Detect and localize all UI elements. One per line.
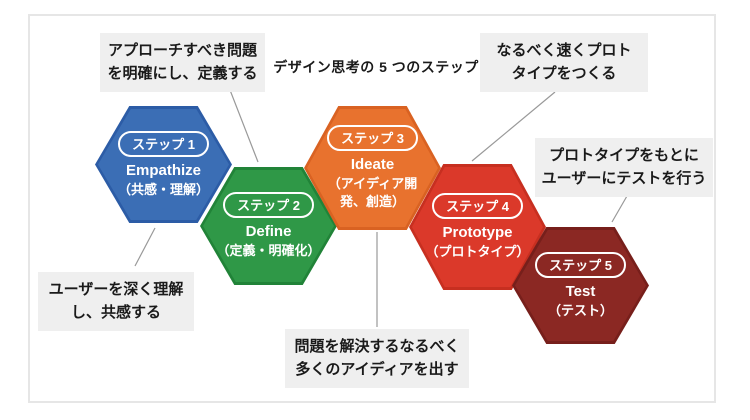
step-hexagon-empathize: ステップ 1 Empathize （共感・理解） [95,106,232,223]
callout-ideate: 問題を解決するなるべく 多くのアイディアを出す [285,329,469,388]
step-hexagon-ideate: ステップ 3 Ideate （アイディア開 発、創造） [304,106,441,230]
step-name-en: Ideate [350,156,395,174]
step-name-en: Empathize [125,161,201,179]
step-badge: ステップ 2 [223,192,314,219]
step-hexagon-prototype: ステップ 4 Prototype （プロトタイプ） [409,164,546,290]
step-name-jp: （テスト） [547,302,613,318]
step-name-en: Test [565,282,596,300]
step-badge: ステップ 1 [118,130,209,157]
callout-prototype: なるべく速くプロト タイプをつくる [480,33,648,92]
step-hexagon-test: ステップ 5 Test （テスト） [512,227,649,344]
hexagon-fill [307,109,438,227]
step-name-jp: （定義・明確化） [216,243,321,259]
step-name-jp: （共感・理解） [117,181,209,197]
callout-empathize: ユーザーを深く理解 し、共感する [38,272,194,331]
step-name-jp: （アイディア開 発、創造） [327,176,418,209]
page-title: デザイン思考の 5 つのステップ [273,59,479,75]
step-badge: ステップ 3 [327,125,418,152]
step-badge: ステップ 4 [432,193,523,220]
callout-test: プロトタイプをもとに ユーザーにテストを行う [535,138,713,197]
step-badge: ステップ 5 [535,251,626,278]
step-name-en: Define [245,223,292,241]
step-hexagon-define: ステップ 2 Define （定義・明確化） [200,167,337,285]
step-name-jp: （プロトタイプ） [425,244,530,260]
step-name-en: Prototype [442,224,513,242]
callout-define: アプローチすべき問題 を明確にし、定義する [100,33,265,92]
